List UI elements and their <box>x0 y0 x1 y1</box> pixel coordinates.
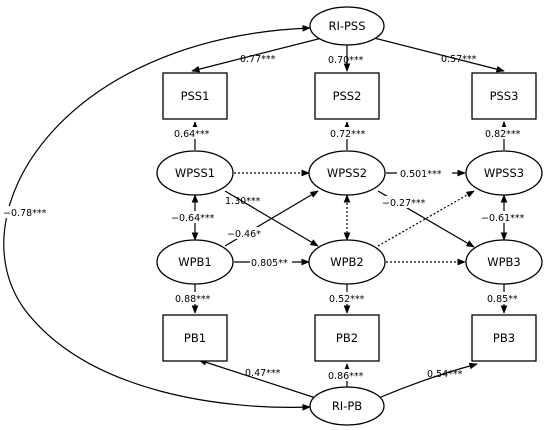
node-wpb1: WPB1 <box>156 239 234 285</box>
node-label-wpb2: WPB2 <box>330 255 364 269</box>
label-ri-pb-pb1: 0.47*** <box>245 368 281 379</box>
node-label-pb2: PB2 <box>336 331 358 345</box>
edge-ri-pb-to-pb1 <box>198 359 323 401</box>
label-wpb1-wpss2: −0.46* <box>227 229 261 240</box>
node-wpss3: WPSS3 <box>465 150 543 196</box>
node-pb1: PB1 <box>162 314 228 362</box>
label-ri-pss-pss2: 0.70*** <box>328 55 364 66</box>
label-wpss1-wpb2: 1.30*** <box>225 196 261 207</box>
node-pss2: PSS2 <box>314 72 380 120</box>
node-wpss2: WPSS2 <box>308 150 386 196</box>
node-wpb2: WPB2 <box>308 239 386 285</box>
label-cov-wpss3-wpb3: −0.61*** <box>481 213 525 224</box>
label-ri-pss-pss1: 0.77*** <box>240 54 276 65</box>
label-ri-pss-pss3: 0.57*** <box>441 54 477 65</box>
node-wpb3: WPB3 <box>465 239 543 285</box>
node-label-ri-pb: RI-PB <box>332 399 362 413</box>
label-cov-ri: −0.78*** <box>3 208 47 219</box>
node-label-wpb1: WPB1 <box>178 255 212 269</box>
edge-wpb2-to-wpss3 <box>377 190 475 247</box>
label-ri-pb-pb3: 0.54*** <box>427 369 463 380</box>
label-wpb1-pb1: 0.88*** <box>175 294 211 305</box>
label-wpss2-wpss3: 0.501*** <box>400 169 442 180</box>
node-pss1: PSS1 <box>162 72 228 120</box>
node-label-ri-pss: RI-PSS <box>328 19 365 33</box>
label-wpss1-pss1: 0.64*** <box>174 129 210 140</box>
node-label-pb1: PB1 <box>184 331 206 345</box>
cov-ri-pss-ri-pb <box>3 24 311 411</box>
node-label-pb3: PB3 <box>493 331 515 345</box>
node-label-pss3: PSS3 <box>490 89 519 103</box>
node-ri-pss: RI-PSS <box>309 6 385 46</box>
edge-ri-pss-to-pss1 <box>191 37 323 73</box>
label-ri-pb-pb2: 0.86*** <box>328 371 364 382</box>
node-pb3: PB3 <box>471 314 537 362</box>
node-label-pss1: PSS1 <box>181 89 210 103</box>
node-pb2: PB2 <box>314 314 380 362</box>
label-wpb1-wpb2: 0.805** <box>251 258 288 269</box>
node-ri-pb: RI-PB <box>309 386 385 426</box>
node-wpss1: WPSS1 <box>156 150 234 196</box>
label-wpb3-pb3: 0.85** <box>487 294 518 305</box>
label-wpss3-pss3: 0.82*** <box>485 129 521 140</box>
label-wpb2-pb2: 0.52*** <box>329 294 365 305</box>
edge-ri-pb-to-pb3 <box>373 362 478 401</box>
node-pss3: PSS3 <box>471 72 537 120</box>
label-wpss2-wpb3: −0.27*** <box>382 198 426 209</box>
label-wpss2-pss2: 0.72*** <box>330 129 366 140</box>
node-label-wpb3: WPB3 <box>487 255 521 269</box>
node-label-wpss1: WPSS1 <box>175 166 215 180</box>
node-label-wpss3: WPSS3 <box>484 166 524 180</box>
node-label-wpss2: WPSS2 <box>327 166 367 180</box>
label-cov-wpss1-wpb1: −0.64*** <box>171 213 215 224</box>
node-label-pss2: PSS2 <box>333 89 362 103</box>
edge-ri-pss-to-pss3 <box>373 37 505 73</box>
